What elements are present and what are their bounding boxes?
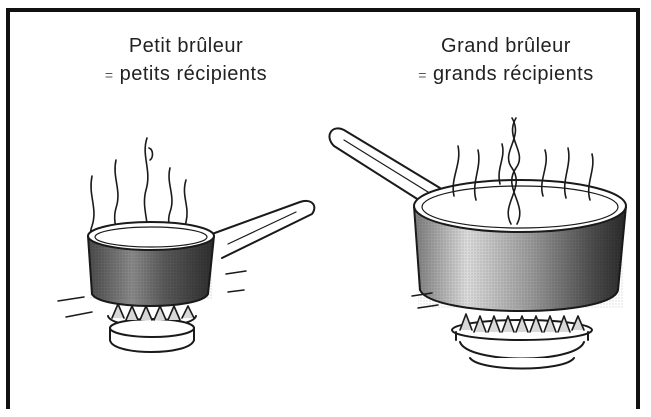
small-pan-handle [212, 201, 314, 258]
small-burner [108, 316, 196, 352]
small-pan-group [58, 138, 314, 352]
large-pan-group [329, 118, 626, 369]
large-flame-icon [460, 314, 584, 332]
